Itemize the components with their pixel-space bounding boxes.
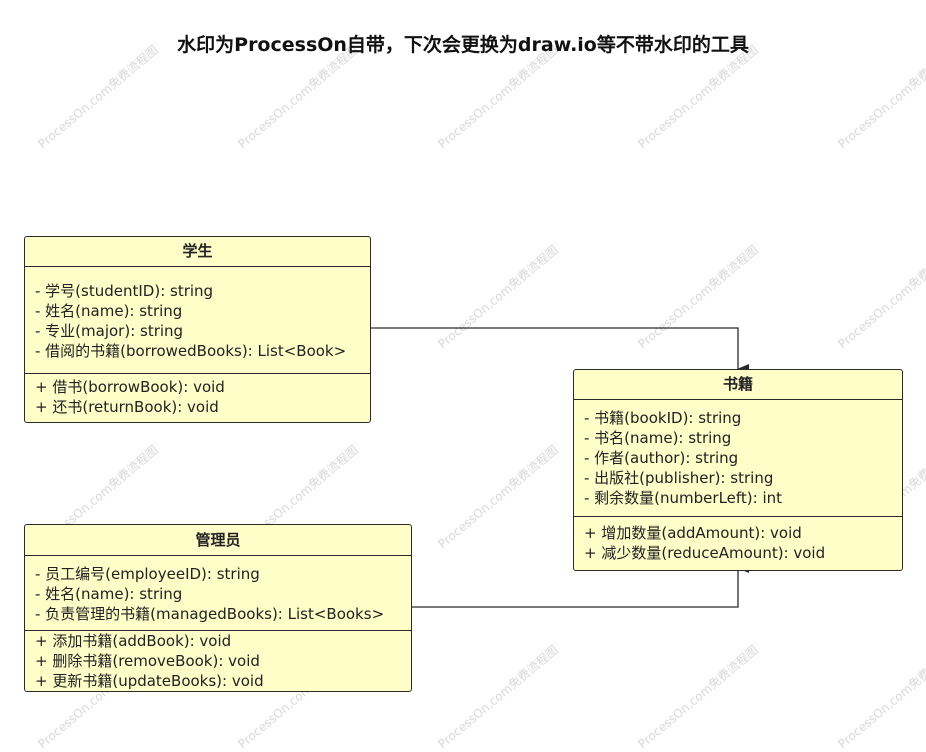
- class-method: + 借书(borrowBook): void: [35, 378, 225, 396]
- class-attribute: - 姓名(name): string: [35, 302, 183, 320]
- diagram-title: 水印为ProcessOn自带，下次会更换为draw.io等不带水印的工具: [177, 34, 749, 56]
- class-attribute: - 负责管理的书籍(managedBooks): List<Books>: [35, 605, 385, 623]
- class-admin-name: 管理员: [25, 525, 411, 556]
- class-method: + 添加书籍(addBook): void: [35, 632, 232, 650]
- link-admin-book[interactable]: [411, 563, 749, 608]
- class-admin-attributes: - 员工编号(employeeID): string - 姓名(name): st…: [25, 556, 411, 630]
- class-attribute: - 借阅的书籍(borrowedBooks): List<Book>: [35, 342, 347, 360]
- class-attribute: - 专业(major): string: [35, 322, 184, 340]
- class-book-methods: + 增加数量(addAmount): void + 减少数量(reduceAmou…: [574, 516, 902, 570]
- class-student-name: 学生: [25, 237, 370, 267]
- class-admin-methods: + 添加书籍(addBook): void + 删除书籍(removeBook):…: [25, 630, 411, 691]
- class-attribute: - 姓名(name): string: [35, 585, 183, 603]
- class-attribute: - 书名(name): string: [584, 429, 732, 447]
- class-book-name: 书籍: [574, 370, 902, 400]
- class-attribute: - 员工编号(employeeID): string: [35, 565, 260, 583]
- class-student[interactable]: 学生 - 学号(studentID): string - 姓名(name): st…: [24, 236, 371, 423]
- class-attribute: - 出版社(publisher): string: [584, 469, 774, 487]
- class-method: + 还书(returnBook): void: [35, 398, 219, 416]
- class-attribute: - 学号(studentID): string: [35, 282, 214, 300]
- class-method: + 增加数量(addAmount): void: [584, 524, 802, 542]
- class-method: + 减少数量(reduceAmount): void: [584, 544, 826, 562]
- class-method: + 更新书籍(updateBooks): void: [35, 672, 264, 690]
- class-book-attributes: - 书籍(bookID): string - 书名(name): string - …: [574, 400, 902, 516]
- class-attribute: - 剩余数量(numberLeft): int: [584, 489, 783, 507]
- class-student-methods: + 借书(borrowBook): void + 还书(returnBook): …: [25, 373, 370, 422]
- class-attribute: - 书籍(bookID): string: [584, 409, 742, 427]
- class-method: + 删除书籍(removeBook): void: [35, 652, 260, 670]
- association-links: [371, 327, 749, 608]
- class-book[interactable]: 书籍 - 书籍(bookID): string - 书名(name): strin…: [573, 369, 903, 571]
- class-admin[interactable]: 管理员 - 员工编号(employeeID): string - 姓名(name)…: [24, 524, 412, 692]
- class-attribute: - 作者(author): string: [584, 449, 739, 467]
- class-student-attributes: - 学号(studentID): string - 姓名(name): strin…: [25, 267, 370, 373]
- link-student-book[interactable]: [371, 327, 749, 374]
